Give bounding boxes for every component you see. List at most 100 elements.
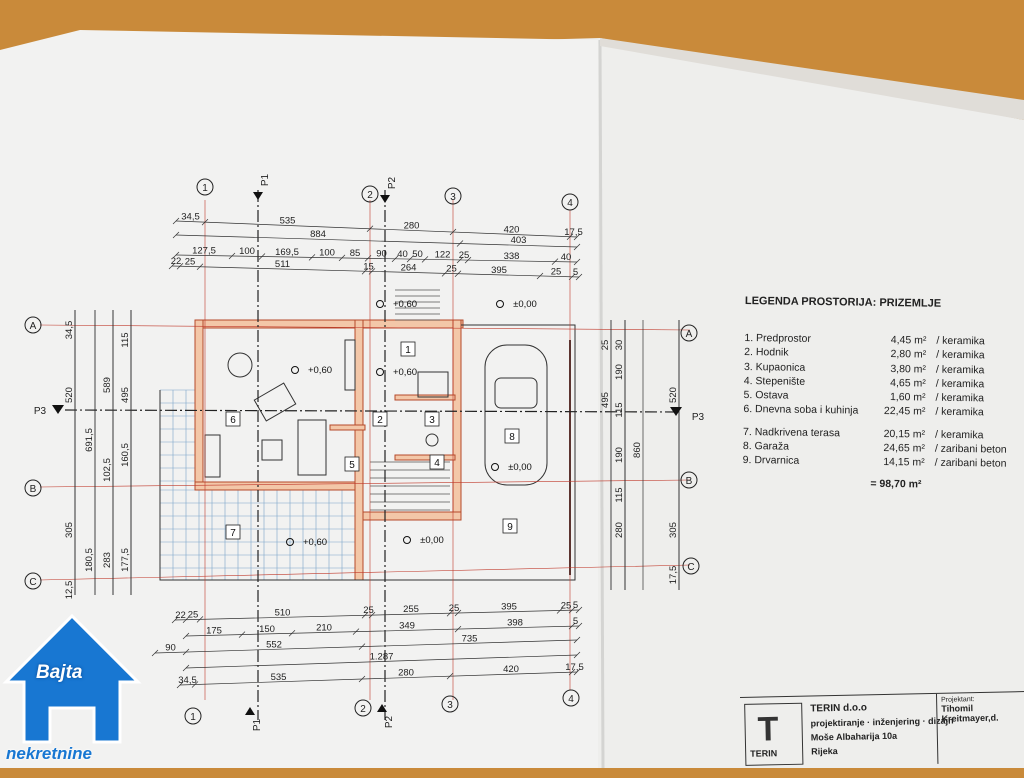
dimension-label: 127,5 <box>192 245 216 256</box>
dimension-label: 338 <box>504 251 520 262</box>
axis-label: B <box>686 476 693 487</box>
walls <box>194 319 464 581</box>
axis-label-2: 2 <box>360 704 366 715</box>
dimension-label: 25 <box>561 600 572 611</box>
dimension-label: 150 <box>259 624 275 635</box>
dimension-label: 122 <box>435 250 451 261</box>
dimension-label: 40 <box>397 249 408 260</box>
dimension-label: 85 <box>350 248 361 259</box>
room-number: 5 <box>349 460 355 471</box>
dimension-label: 25 <box>600 340 611 351</box>
legend-finish: / keramika <box>935 363 985 376</box>
dimension-label: 17,5 <box>565 662 584 673</box>
room-number: 4 <box>434 458 440 469</box>
dimension-label: 5 <box>573 616 578 627</box>
legend-area: 14,15 m² <box>883 456 925 469</box>
room-number: 7 <box>230 528 236 539</box>
level-mark: +0,60 <box>303 537 327 548</box>
axis-label-4: 4 <box>567 198 573 209</box>
section-marker: P2 <box>384 715 395 728</box>
dimension-label: 100 <box>239 246 255 257</box>
dimension-label: 25 <box>363 605 374 616</box>
dimension-label: 511 <box>275 259 290 270</box>
dimension-label: 535 <box>271 672 287 683</box>
dimension-label: 180,5 <box>84 548 95 572</box>
room-number: 6 <box>230 415 236 426</box>
dimension-label: 34,5 <box>181 212 200 223</box>
dimension-label: 34,5 <box>64 321 75 340</box>
room-number: 8 <box>509 432 515 443</box>
room-legend: LEGENDA PROSTORIJA: PRIZEMLJE 1. Predpro… <box>742 295 1008 491</box>
axis-label-1: 1 <box>190 712 196 723</box>
dimension-label: 403 <box>511 235 527 246</box>
room-number: 9 <box>507 522 513 533</box>
axis-label: A <box>30 321 37 332</box>
shower <box>417 371 449 398</box>
axis-label-4: 4 <box>568 694 574 705</box>
dimension-label: 160,5 <box>120 443 131 467</box>
bajta-watermark-logo: Bajta nekretnine <box>2 612 142 768</box>
dimension-lines <box>74 217 680 689</box>
dimension-label: 90 <box>165 643 176 654</box>
dimension-label: 34,5 <box>178 675 197 686</box>
dimension-label: 102,5 <box>102 458 113 482</box>
dimension-label: 115 <box>120 332 131 347</box>
section-marker: P1 <box>252 718 263 731</box>
dimension-label: 305 <box>668 522 679 538</box>
legend-area: 3,80 m² <box>890 362 927 376</box>
dining-table <box>227 352 253 378</box>
dimension-label: 169,5 <box>275 247 299 258</box>
dimension-label: 22 <box>171 256 182 267</box>
dimension-label: 17,5 <box>564 227 583 238</box>
dimension-label: 30 <box>614 340 625 351</box>
legend-area: 4,65 m² <box>890 376 926 390</box>
dimension-label: 1.287 <box>370 652 394 663</box>
dimension-label: 15 <box>363 261 374 272</box>
section-marker: P3 <box>692 412 705 423</box>
dimension-label: 420 <box>504 224 520 235</box>
legend-area: 24,65 m² <box>883 442 925 455</box>
dimension-label: 691,5 <box>84 428 95 452</box>
axis-label: A <box>686 329 693 340</box>
level-mark: ±0,00 <box>513 299 537 310</box>
axis-label: C <box>29 577 36 588</box>
house-icon <box>2 613 142 744</box>
dimension-label: 115 <box>614 402 625 417</box>
dimension-label: 305 <box>64 522 75 538</box>
legend-finish: / keramika <box>934 428 984 442</box>
dimension-label: 395 <box>491 265 507 276</box>
paper-fold <box>598 39 605 768</box>
dimension-label: 280 <box>398 668 414 679</box>
dimension-label: 5 <box>573 267 578 278</box>
dimension-label: 264 <box>401 262 417 273</box>
dimension-label: 589 <box>102 377 113 393</box>
axis-bubbles <box>24 178 700 725</box>
legend-finish: / keramika <box>935 377 985 391</box>
dimension-label: 495 <box>600 392 611 408</box>
car-symbol <box>484 344 548 486</box>
sofa <box>297 419 327 476</box>
legend-finish: / zaribani beton <box>934 457 1007 471</box>
legend-title: LEGENDA PROSTORIJA: PRIZEMLJE <box>744 295 942 310</box>
level-mark: +0,60 <box>393 299 417 310</box>
dimension-label: 535 <box>280 215 296 226</box>
level-mark: +0,60 <box>308 365 332 376</box>
dimension-label: 860 <box>632 442 643 458</box>
dimension-label: 398 <box>507 618 523 629</box>
dimension-label: 177,5 <box>120 548 131 572</box>
company-services: projektiranje · inženjering · dizajn <box>810 715 954 729</box>
axis-label-2: 2 <box>367 190 373 201</box>
dimension-label: 100 <box>319 248 335 259</box>
section-lines <box>64 190 681 720</box>
legend-area: 4,45 m² <box>890 334 927 347</box>
section-marker: P1 <box>260 173 271 186</box>
dimension-label: 420 <box>503 664 519 675</box>
legend-finish: / keramika <box>935 391 985 405</box>
dimension-label: 735 <box>462 633 478 644</box>
dimension-label: 22 <box>175 610 186 621</box>
dimension-label: 395 <box>501 602 517 613</box>
dimension-label: 25 <box>459 250 470 261</box>
